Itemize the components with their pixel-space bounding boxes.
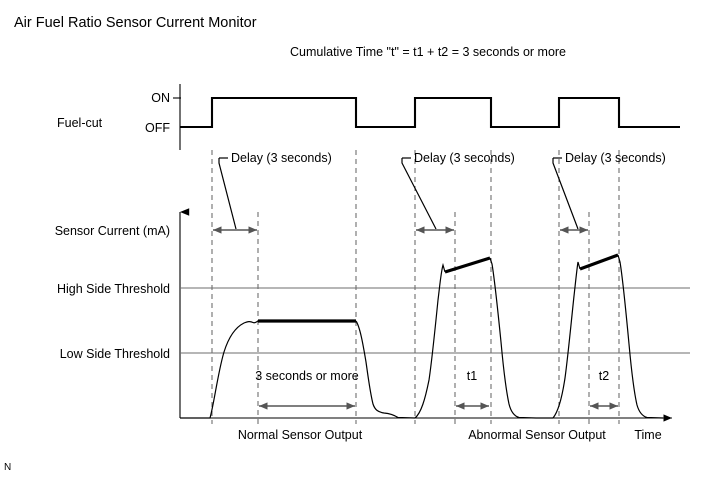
three-seconds-label: 3 seconds or more [255,369,359,383]
delay-label-2: Delay (3 seconds) [414,151,515,165]
page-title: Air Fuel Ratio Sensor Current Monitor [14,15,257,31]
t2-annotation: t2 [590,369,618,410]
abnormal-output-bold-1 [444,256,491,274]
normal-sensor-output-curve [180,320,259,419]
fuel-cut-waveform [180,96,680,129]
delay-annotation-1: Delay (3 seconds) [213,151,332,234]
normal-sensor-output-falloff [355,320,416,419]
delay-annotation-2: Delay (3 seconds) [401,151,515,234]
delay-leader-line-1 [218,158,237,230]
delay-leader-line-2 [401,158,437,230]
sensor-current-plot: Sensor Current (mA) High Side Threshold … [55,150,690,442]
abnormal-output-rise-2 [552,261,581,419]
subtitle-cumulative-time: Cumulative Time "t" = t1 + t2 = 3 second… [290,45,566,59]
abnormal-sensor-output-caption: Abnormal Sensor Output [468,428,606,442]
abnormal-output-rise-1 [414,262,446,419]
fuel-cut-label: Fuel-cut [57,116,103,130]
abnormal-output-fall-2 [617,254,664,419]
t1-label: t1 [467,369,477,383]
t2-label: t2 [599,369,609,383]
fuel-cut-off-label: OFF [145,121,170,135]
x-axis-label: Time [634,428,661,442]
corner-mark: N [4,462,11,473]
delay-annotation-3: Delay (3 seconds) [552,151,666,234]
abnormal-output-bold-2 [579,253,619,271]
normal-sensor-output-caption: Normal Sensor Output [238,428,363,442]
fuel-cut-group: Fuel-cut ON OFF [57,84,680,150]
t1-annotation: t1 [456,369,489,410]
abnormal-output-fall-1 [489,257,537,419]
low-side-threshold-label: Low Side Threshold [60,347,170,361]
delay-label-3: Delay (3 seconds) [565,151,666,165]
three-seconds-annotation: 3 seconds or more [255,369,359,410]
delay-label-1: Delay (3 seconds) [231,151,332,165]
high-side-threshold-label: High Side Threshold [57,282,170,296]
fuel-cut-on-label: ON [151,91,170,105]
y-axis-label: Sensor Current (mA) [55,224,170,238]
delay-leader-line-3 [552,158,579,230]
